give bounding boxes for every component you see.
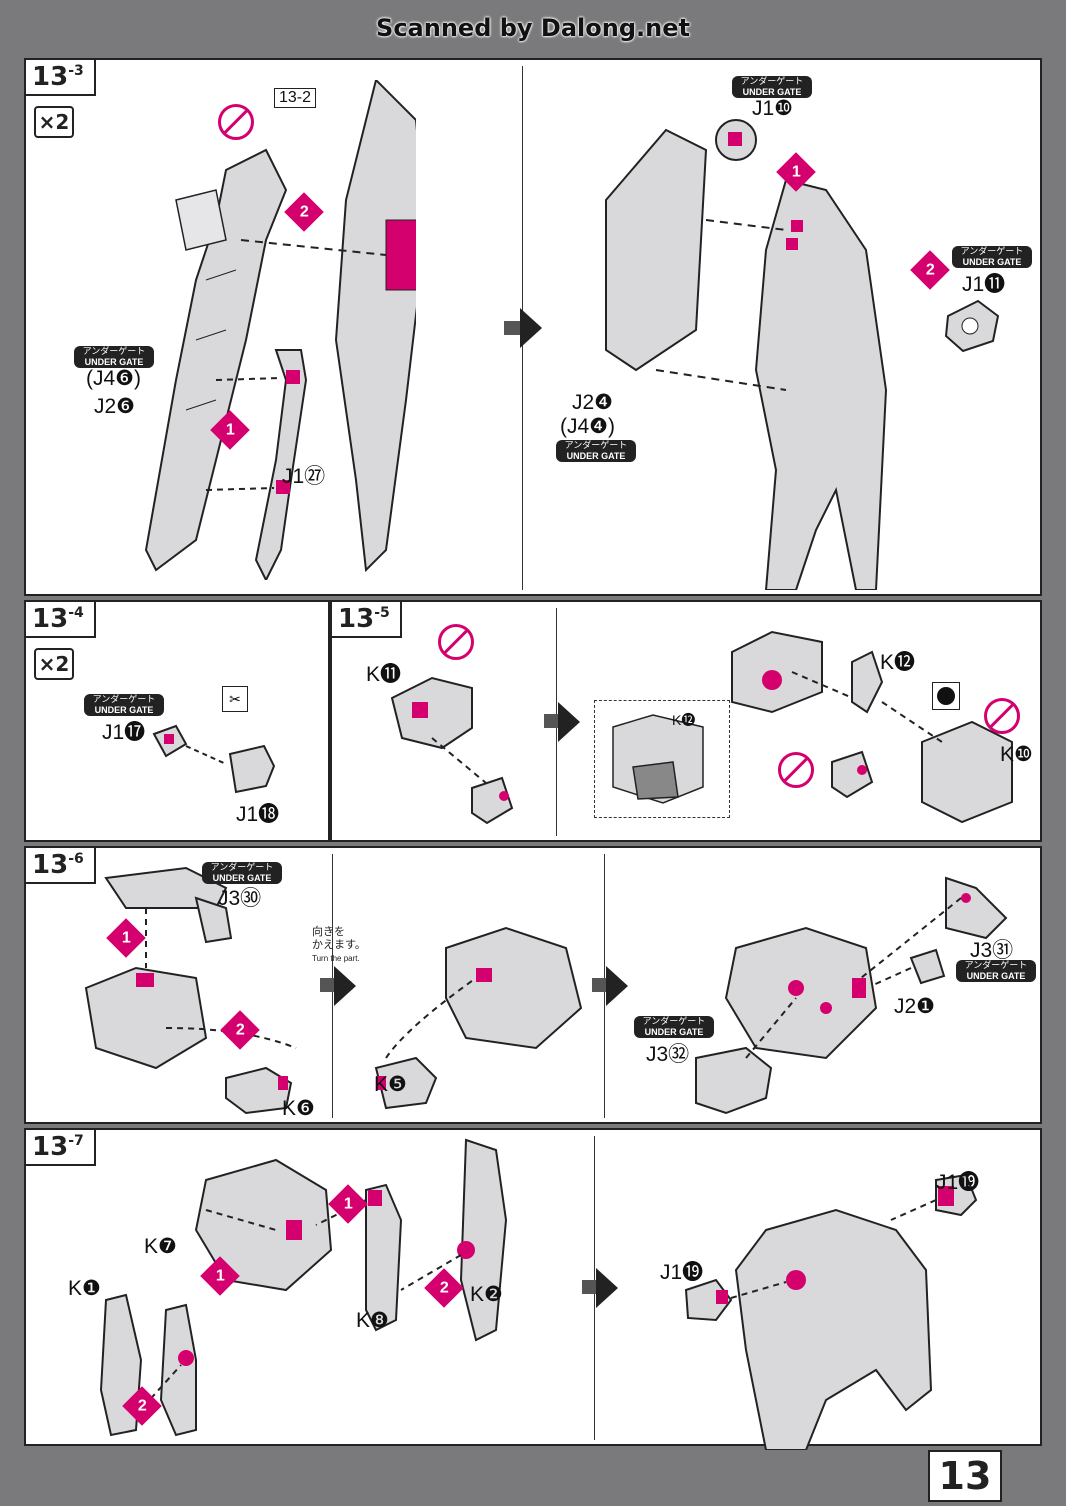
- no-nipper-icon: [218, 104, 254, 140]
- label-k11: K⓫: [366, 663, 402, 686]
- leg-assembled-illustration: [684, 1173, 978, 1450]
- label-k10: K❿: [1000, 743, 1033, 766]
- label-j4-6: (J4❻): [86, 367, 141, 390]
- label-k1: K❶: [68, 1277, 101, 1300]
- nipper-icon: ✂: [222, 686, 248, 712]
- label-j1-17: J1⓱: [102, 721, 146, 744]
- multiplier-badge: ×2: [34, 648, 74, 680]
- no-nipper-icon: [778, 752, 814, 788]
- small-parts-illustration: [152, 724, 276, 794]
- page-number: 13: [928, 1450, 1002, 1502]
- label-k8: K❽: [356, 1309, 389, 1332]
- hip-joint-final-illustration: [695, 876, 1008, 1115]
- label-j2-6: J2❻: [94, 395, 136, 418]
- turn-part-note: 向きを かえます。 Turn the part.: [312, 926, 366, 963]
- multiplier-badge: ×2: [34, 106, 74, 138]
- step-label-13-5: 13-5: [332, 602, 402, 638]
- no-nipper-icon: [984, 698, 1020, 734]
- leg-frame-illustration: [99, 1138, 508, 1437]
- step-arrow-icon: [334, 966, 356, 1006]
- label-j2-4: J2❹: [572, 391, 614, 414]
- small-part-j1-11-illustration: [944, 299, 1000, 353]
- label-j1-19-left: J1⓳: [660, 1261, 704, 1284]
- label-j1-18: J1⓲: [236, 803, 280, 826]
- step-arrow-icon: [520, 308, 542, 348]
- label-j1-11: J1⓫: [962, 273, 1006, 296]
- step-arrow-stem: [544, 714, 558, 728]
- label-j1-10: J1❿: [752, 97, 794, 120]
- assembled-blade-illustration: [605, 119, 888, 590]
- hip-joint-turned-illustration: [374, 926, 583, 1110]
- label-j4-4: (J4❹): [560, 415, 615, 438]
- assembly-illustration: [731, 630, 1013, 824]
- step-arrow-icon: [606, 966, 628, 1006]
- hip-joint-illustration: [84, 866, 297, 1115]
- step-arrow-stem: [320, 978, 334, 992]
- label-ref-13-2: 13-2: [274, 88, 317, 108]
- pink-dot-icon: [932, 682, 960, 710]
- step-label-13-4: 13-4: [26, 602, 96, 638]
- blade-part-illustration: [144, 80, 416, 580]
- detail-part-illustration: [612, 714, 704, 804]
- step-label-13-3: 13-3: [26, 60, 96, 96]
- label-j2-1: J2❶: [894, 995, 936, 1018]
- label-j1-19-top: J1⓳: [936, 1171, 980, 1194]
- step-arrow-stem: [582, 1280, 596, 1294]
- watermark: Scanned by Dalong.net: [376, 14, 690, 42]
- label-j1-27: J1㉗: [282, 465, 326, 488]
- step-arrow-stem: [592, 978, 606, 992]
- detail-box: [594, 700, 730, 818]
- label-j3-32: J3㉜: [646, 1043, 690, 1066]
- step-arrow-icon: [596, 1268, 618, 1308]
- panel-13-7: 13-7 1 1 2 2 K❶ K❼ K❽ K❷ J1⓳ J1⓳: [24, 1128, 1042, 1450]
- panel-13-5: 13-5 K⓫ K⓬ K⓬ K❿: [330, 600, 1042, 842]
- label-j3-30: J3㉚: [218, 887, 262, 910]
- joint-part-illustration: [390, 676, 514, 825]
- label-k2: K❷: [470, 1283, 503, 1306]
- no-nipper-icon: [438, 624, 474, 660]
- step-arrow-icon: [558, 702, 580, 742]
- step-label-13-7: 13-7: [26, 1130, 96, 1166]
- label-k12: K⓬: [880, 651, 916, 674]
- label-j3-31: J3㉛: [970, 939, 1014, 962]
- label-k7: K❼: [144, 1235, 177, 1258]
- step-label-13-6: 13-6: [26, 848, 96, 884]
- label-k6: K❻: [282, 1097, 315, 1120]
- step-arrow-stem: [504, 321, 520, 335]
- label-k5: K❺: [374, 1073, 407, 1096]
- label-k12-detail: K⓬: [672, 712, 696, 728]
